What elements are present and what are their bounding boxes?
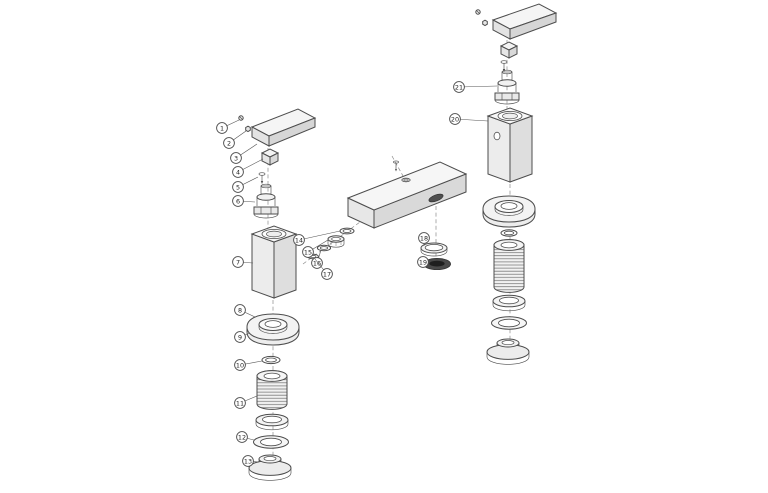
svg-text:6: 6 bbox=[236, 197, 240, 205]
svg-text:15: 15 bbox=[304, 248, 312, 256]
left-washer-upper bbox=[255, 413, 289, 431]
left-base-flange bbox=[246, 313, 300, 346]
svg-text:2: 2 bbox=[227, 139, 231, 147]
callout-13: 13 bbox=[242, 455, 260, 467]
svg-text:16: 16 bbox=[313, 259, 321, 267]
callout-18: 18 bbox=[418, 232, 430, 246]
left-cartridge-screw bbox=[258, 172, 266, 184]
callout-12: 12 bbox=[236, 431, 255, 443]
left-threaded-shank bbox=[256, 370, 288, 410]
callout-21: 21 bbox=[453, 81, 498, 93]
svg-text:20: 20 bbox=[451, 115, 459, 123]
left-handle bbox=[250, 108, 317, 147]
svg-text:11: 11 bbox=[236, 399, 244, 407]
right-valve-body bbox=[486, 107, 534, 183]
left-assembly bbox=[238, 108, 317, 481]
callout-4: 4 bbox=[232, 158, 264, 178]
callout-6: 6 bbox=[232, 195, 256, 207]
callout-1: 1 bbox=[216, 119, 240, 134]
left-handle-grub-screw bbox=[245, 125, 251, 133]
left-washer-lower bbox=[253, 435, 289, 449]
svg-text:3: 3 bbox=[234, 154, 238, 162]
spout-assembly bbox=[307, 160, 468, 270]
callout-15: 15 bbox=[302, 239, 329, 258]
callout-16: 16 bbox=[311, 249, 323, 269]
svg-text:5: 5 bbox=[236, 183, 240, 191]
left-backnut bbox=[248, 454, 292, 481]
svg-text:19: 19 bbox=[419, 258, 427, 266]
spout-seal-ring-2 bbox=[316, 244, 332, 252]
callout-5: 5 bbox=[232, 176, 259, 193]
spout-seal-ring-1 bbox=[339, 227, 355, 235]
svg-text:12: 12 bbox=[238, 433, 246, 441]
right-base-flange bbox=[482, 195, 536, 228]
callout-9: 9 bbox=[234, 331, 251, 343]
right-washer-lower bbox=[491, 316, 527, 330]
right-backnut bbox=[486, 338, 530, 365]
right-handle-screw-small bbox=[475, 9, 481, 15]
svg-text:4: 4 bbox=[236, 168, 240, 176]
left-handle-cap bbox=[260, 148, 280, 166]
right-o-ring bbox=[500, 229, 518, 237]
left-handle-screw-small bbox=[238, 115, 244, 121]
callout-11: 11 bbox=[234, 395, 258, 409]
right-handle-grub-screw bbox=[482, 19, 488, 27]
spout-outlet-hole bbox=[428, 193, 444, 203]
svg-text:14: 14 bbox=[295, 236, 303, 244]
right-assembly bbox=[475, 3, 558, 365]
spout-gland-nut bbox=[327, 235, 345, 248]
right-threaded-shank bbox=[493, 239, 525, 293]
svg-text:17: 17 bbox=[323, 270, 331, 278]
aerator-seal bbox=[422, 257, 451, 270]
svg-text:7: 7 bbox=[236, 258, 240, 266]
svg-text:8: 8 bbox=[238, 306, 242, 314]
right-cartridge bbox=[494, 69, 520, 105]
callout-7: 7 bbox=[232, 256, 254, 268]
right-handle-cap bbox=[499, 41, 519, 59]
right-body-side-hole bbox=[493, 131, 501, 141]
spout-body bbox=[346, 161, 468, 229]
callout-2: 2 bbox=[223, 130, 247, 149]
left-cartridge bbox=[253, 183, 279, 219]
right-handle bbox=[491, 3, 558, 40]
left-valve-body bbox=[250, 225, 298, 299]
spout-fixing-ring bbox=[401, 177, 411, 183]
aerator-ring bbox=[420, 242, 448, 257]
callout-20: 20 bbox=[449, 113, 489, 125]
svg-text:21: 21 bbox=[455, 83, 463, 91]
right-washer-upper bbox=[492, 294, 526, 312]
left-o-ring bbox=[261, 355, 281, 365]
svg-text:18: 18 bbox=[420, 234, 428, 242]
svg-text:13: 13 bbox=[244, 457, 252, 465]
svg-text:10: 10 bbox=[236, 361, 244, 369]
callout-10: 10 bbox=[234, 359, 263, 371]
callout-14: 14 bbox=[293, 230, 341, 246]
callout-3: 3 bbox=[230, 143, 258, 164]
callout-19: 19 bbox=[417, 256, 429, 268]
callout-8: 8 bbox=[234, 304, 256, 318]
callout-17: 17 bbox=[314, 258, 333, 280]
spout-fixing-screw bbox=[393, 160, 399, 172]
svg-text:9: 9 bbox=[238, 333, 242, 341]
svg-text:1: 1 bbox=[220, 124, 224, 132]
callouts: 1 2 3 4 5 6 7 bbox=[216, 81, 498, 467]
